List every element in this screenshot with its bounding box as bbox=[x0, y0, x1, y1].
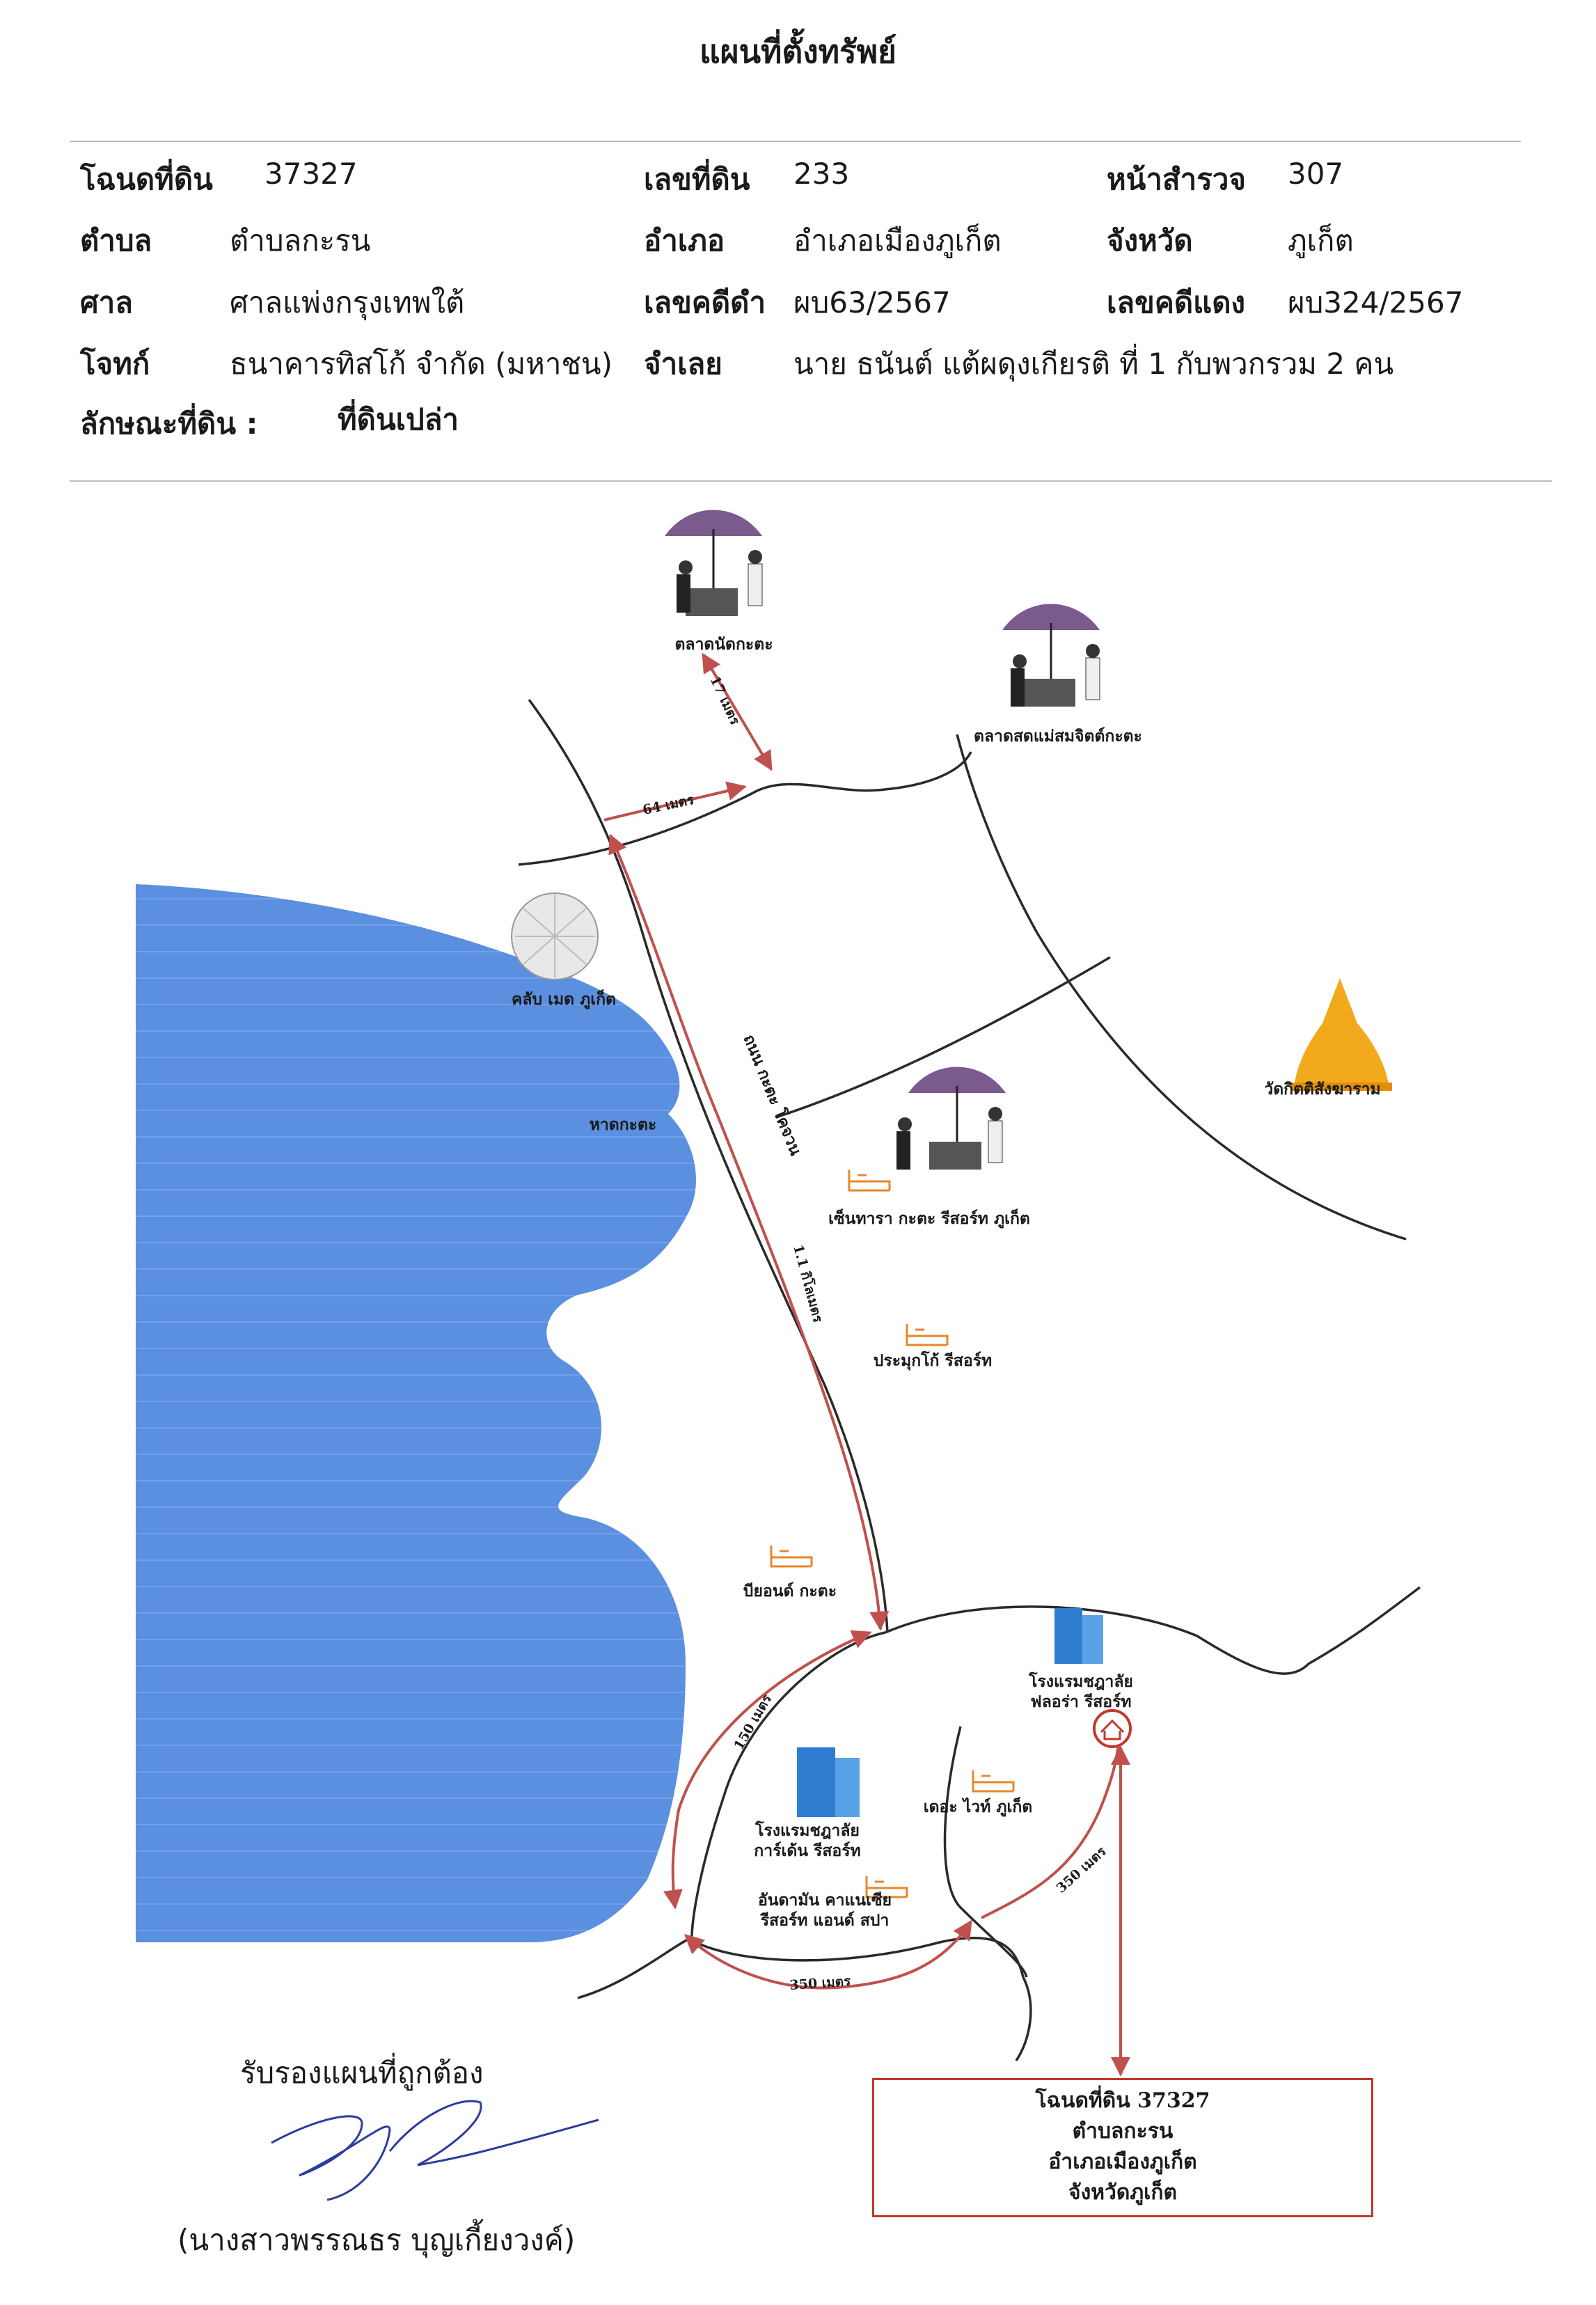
market-1-label: ตลาดนัดกะตะ bbox=[674, 635, 773, 654]
hotel-2-label-line1: โรงแรมชฎาลัย bbox=[754, 1820, 860, 1840]
market-2-label: ตลาดสดแม่สมจิตต์กะตะ bbox=[974, 727, 1142, 746]
subdistrict-value: ตำบลกะรน bbox=[230, 223, 371, 258]
land-type-value: ที่ดินเปล่า bbox=[338, 402, 459, 436]
land-no-value: 233 bbox=[793, 157, 850, 191]
sea-area bbox=[136, 884, 696, 1942]
subdistrict-label: ตำบล bbox=[80, 223, 152, 258]
target-province-line: จังหวัดภูเก็ต bbox=[1068, 2180, 1177, 2205]
resort-1-label: เซ็นทารา กะตะ รีสอร์ท ภูเก็ต bbox=[828, 1208, 1030, 1229]
deed-label: โฉนดที่ดิน bbox=[80, 162, 213, 196]
club-label: คลับ เมด ภูเก็ต bbox=[512, 989, 616, 1009]
court-label: ศาล bbox=[80, 285, 133, 320]
black-case-value: ผบ63/2567 bbox=[793, 285, 951, 320]
red-case-value: ผบ324/2567 bbox=[1288, 285, 1464, 320]
survey-label: หน้าสำรวจ bbox=[1107, 162, 1246, 196]
hotel-1-label-line2: ฟลอร่า รีสอร์ท bbox=[1030, 1692, 1131, 1711]
hotel-icon-1 bbox=[1054, 1608, 1103, 1664]
hotel-1-label-line1: โรงแรมชฎาลัย bbox=[1028, 1671, 1133, 1691]
province-label: จังหวัด bbox=[1107, 223, 1193, 258]
plaintiff-label: โจทก์ bbox=[80, 347, 150, 381]
target-deed-line: โฉนดที่ดิน 37327 bbox=[1035, 2088, 1210, 2113]
distance-150m: 150 เมตร bbox=[731, 1692, 775, 1753]
top-divider bbox=[70, 141, 1521, 142]
resort-3-label: บียอนด์ กะตะ bbox=[743, 1582, 837, 1600]
route-17m bbox=[702, 652, 773, 771]
page-title: แผนที่ตั้งทรัพย์ bbox=[699, 33, 896, 70]
plaintiff-value: ธนาคารทิสโก้ จำกัด (มหาชน) bbox=[230, 347, 613, 381]
temple-label: วัดกิตติสังฆาราม bbox=[1264, 1080, 1380, 1099]
distance-350m-b: 350 เมตร bbox=[1054, 1843, 1110, 1896]
route-150m bbox=[663, 1630, 872, 1910]
market-icon-2 bbox=[1002, 604, 1100, 707]
market-icon-3 bbox=[896, 1067, 1006, 1170]
deed-value: 37327 bbox=[264, 157, 358, 191]
target-land-box: โฉนดที่ดิน 37327 ตำบลกะรน อำเภอเมืองภูเก… bbox=[872, 2078, 1373, 2217]
survey-value: 307 bbox=[1288, 157, 1344, 191]
beach-label: หาดกะตะ bbox=[590, 1115, 657, 1134]
distance-64m: 64 เมตร bbox=[641, 792, 695, 818]
black-case-label: เลขคดีดำ bbox=[644, 285, 766, 320]
resort-2-label: ประมุกโก้ รีสอร์ท bbox=[874, 1351, 992, 1371]
defendant-value: นาย ธนันต์ แต้ผดุงเกียรติ ที่ 1 กับพวกรว… bbox=[793, 347, 1394, 381]
home-marker-icon bbox=[1093, 1709, 1132, 1748]
distance-17m: 17 เมตร bbox=[706, 674, 743, 728]
route-350m-b bbox=[981, 1717, 1130, 1919]
route-350m-a bbox=[684, 1919, 972, 1990]
market-icon-1 bbox=[665, 510, 763, 616]
resort-5-label-line2: รีสอร์ท แอนด์ สปา bbox=[759, 1911, 889, 1930]
distance-350m-a: 350 เมตร bbox=[789, 1974, 852, 1993]
certify-text: รับรองแผนที่ถูกต้อง bbox=[240, 2056, 484, 2090]
court-value: ศาลแพ่งกรุงเทพใต้ bbox=[230, 285, 465, 320]
hotel-2-label-line2: การ์เด้น รีสอร์ท bbox=[754, 1841, 860, 1860]
signature-image bbox=[271, 2100, 599, 2201]
target-district-line: อำเภอเมืองภูเก็ต bbox=[1048, 2150, 1197, 2174]
district-value: อำเภอเมืองภูเก็ต bbox=[793, 223, 1002, 258]
district-label: อำเภอ bbox=[644, 223, 725, 258]
hotel-icon-2 bbox=[797, 1747, 860, 1817]
route-64m bbox=[603, 781, 747, 821]
certifier-name: (นางสาวพรรณธร บุญเกี้ยงวงค์) bbox=[177, 2223, 576, 2257]
target-subdistrict-line: ตำบลกะรน bbox=[1072, 2119, 1174, 2143]
temple-icon bbox=[1291, 978, 1392, 1091]
province-value: ภูเก็ต bbox=[1288, 223, 1354, 258]
bottom-divider bbox=[70, 480, 1552, 482]
resort-5-label-line1: อันดามัน คาแนเซีย bbox=[758, 1891, 892, 1910]
route-1-1km bbox=[608, 833, 890, 1631]
disco-ball-icon bbox=[511, 892, 599, 980]
road-label: ถนน กะตะ โคจวน bbox=[739, 1032, 805, 1158]
defendant-label: จำเลย bbox=[644, 347, 722, 381]
resort-4-label: เดอะ ไวท์ ภูเก็ต bbox=[924, 1796, 1033, 1817]
bed-icons bbox=[770, 1170, 1015, 1898]
red-case-label: เลขคดีแดง bbox=[1107, 285, 1246, 320]
land-no-label: เลขที่ดิน bbox=[644, 162, 750, 196]
land-type-label: ลักษณะที่ดิน : bbox=[80, 407, 258, 441]
